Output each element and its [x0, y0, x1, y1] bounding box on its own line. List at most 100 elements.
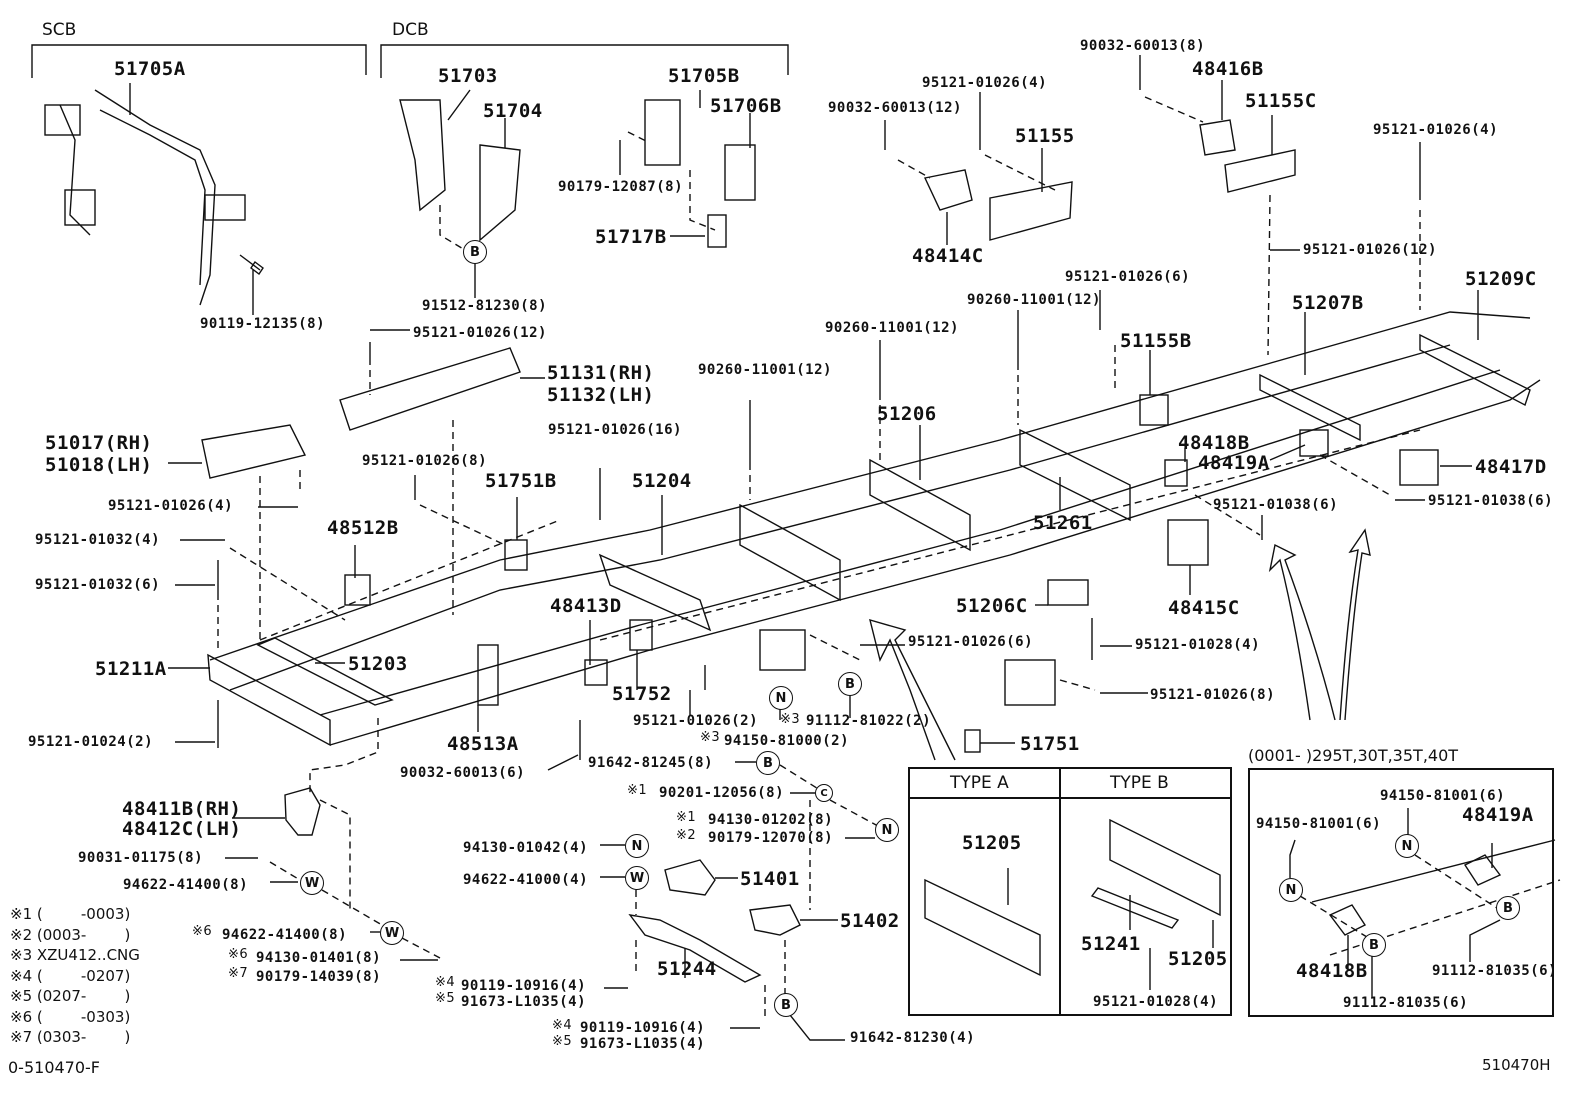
legend-item: ※3 XZU412..CNG: [10, 946, 140, 964]
part-94130-01401: 94130-01401(8): [256, 950, 382, 966]
part-95121-01026-8-right: 95121-01026(8): [1150, 687, 1276, 703]
footnote-legend: ※1 ( -0003) ※2 (0003- ) ※3 XZU412..CNG ※…: [10, 904, 140, 1048]
part-91112-81035-left: 91112-81035(6): [1343, 995, 1469, 1011]
part-91112-81035-right: 91112-81035(6): [1432, 963, 1558, 979]
part-95121-01026-2: 95121-01026(2): [633, 713, 759, 729]
legend-item: ※2 (0003- ): [10, 925, 131, 944]
part-91642-81245: 91642-81245(8): [588, 755, 714, 771]
part-94622-41400-top: 94622-41400(8): [123, 877, 249, 893]
part-51752: 51752: [612, 683, 672, 705]
crossmember-51211a: [207, 653, 331, 747]
part-51703: 51703: [438, 65, 498, 87]
part-90179-12070: 90179-12070(8): [708, 830, 834, 846]
part-95121-01026-6-top: 95121-01026(6): [1065, 269, 1191, 285]
part-94622-41000: 94622-41000(4): [463, 872, 589, 888]
part-90260-11001-c: 90260-11001(12): [967, 292, 1101, 308]
part-90119-10916-right: 90119-10916(4): [580, 1020, 706, 1036]
frame-rail-right-inner: [319, 369, 1501, 716]
frame-rail-left-inner: [229, 344, 1451, 691]
part-95121-01032-6: 95121-01032(6): [35, 577, 161, 593]
part-51209c: 51209C: [1465, 268, 1537, 290]
part-51751b: 51751B: [485, 470, 557, 492]
symbol-w-washer: W: [380, 921, 404, 945]
part-94622-41400-bottom: 94622-41400(8): [222, 927, 348, 943]
symbol-n-nut: N: [875, 818, 899, 842]
arrow-to-51205: [869, 618, 956, 761]
part-95121-01026-4-top: 95121-01026(4): [922, 75, 1048, 91]
part-51155b: 51155B: [1120, 330, 1192, 352]
mark-3: ※3: [700, 730, 721, 745]
legend-item: ※6 ( -0303): [10, 1007, 131, 1026]
part-48513a: 48513A: [447, 733, 519, 755]
drawing-code-right: 510470H: [1482, 1056, 1551, 1074]
part-48411b-rh: 48411B(RH): [122, 798, 242, 820]
group-label-dcb: DCB: [392, 20, 429, 40]
type-box: [908, 767, 1232, 1016]
symbol-n-nut: N: [625, 834, 649, 858]
part-51207b: 51207B: [1292, 292, 1364, 314]
symbol-b-bolt: B: [1496, 896, 1520, 920]
mark-6: ※6: [192, 924, 213, 939]
mark-3: ※3: [780, 712, 801, 727]
mark-4: ※4: [552, 1018, 573, 1033]
legend-item: ※5 (0207- ): [10, 987, 131, 1005]
legend-item: ※4 ( -0207): [10, 966, 131, 985]
part-48416b: 48416B: [1192, 58, 1264, 80]
part-51204: 51204: [632, 470, 692, 492]
part-51017-rh: 51017(RH): [45, 432, 153, 454]
part-51132-lh: 51132(LH): [547, 384, 655, 406]
part-48419a: 48419A: [1198, 452, 1270, 474]
part-51018-lh: 51018(LH): [45, 454, 153, 476]
part-51244: 51244: [657, 958, 717, 980]
part-51206: 51206: [877, 403, 937, 425]
part-90179-14039: 90179-14039(8): [256, 969, 382, 985]
part-90260-11001-a: 90260-11001(12): [698, 362, 832, 378]
group-label-scb: SCB: [42, 20, 77, 40]
part-90179-12087: 90179-12087(8): [558, 179, 684, 195]
mark-5: ※5: [435, 991, 456, 1006]
legend-item: ※7 (0303- ): [10, 1028, 131, 1046]
part-51206c: 51206C: [956, 595, 1028, 617]
part-95121-01026-6-mid: 95121-01026(6): [908, 634, 1034, 650]
part-95121-01026-12-right: 95121-01026(12): [1303, 242, 1437, 258]
mark-4: ※4: [435, 975, 456, 990]
part-94150-81001-left: 94150-81001(6): [1256, 816, 1382, 832]
dcb-bracket: [380, 44, 789, 78]
part-51261: 51261: [1033, 512, 1093, 534]
part-51205-type-b: 51205: [1168, 948, 1228, 970]
part-51131-rh: 51131(RH): [547, 362, 655, 384]
part-94130-01202: 94130-01202(8): [708, 812, 834, 828]
part-51705a: 51705A: [114, 58, 186, 80]
part-94150-81000: 94150-81000(2): [724, 733, 850, 749]
part-51402: 51402: [840, 910, 900, 932]
part-95121-01026-4-right: 95121-01026(4): [1373, 122, 1499, 138]
part-48413d: 48413D: [550, 595, 622, 617]
frame-rail-right-outer: [329, 379, 1541, 746]
part-95121-01038-6-left: 95121-01038(6): [1213, 497, 1339, 513]
mark-5: ※5: [552, 1034, 573, 1049]
part-95121-01024-2: 95121-01024(2): [28, 734, 154, 750]
symbol-n-nut: N: [1395, 834, 1419, 858]
type-b-header: TYPE B: [1110, 773, 1169, 793]
mark-7: ※7: [228, 966, 249, 981]
variant-caption: (0001- )295T,30T,35T,40T: [1248, 746, 1459, 765]
part-94150-81001-right: 94150-81001(6): [1380, 788, 1506, 804]
part-91512-81230: 91512-81230(8): [422, 298, 548, 314]
mark-6: ※6: [228, 947, 249, 962]
symbol-b-bolt: B: [1362, 933, 1386, 957]
part-51155c: 51155C: [1245, 90, 1317, 112]
part-51705b: 51705B: [668, 65, 740, 87]
part-48419a-variant: 48419A: [1462, 804, 1534, 826]
part-90031-01175: 90031-01175(8): [78, 850, 204, 866]
part-95121-01032-4: 95121-01032(4): [35, 532, 161, 548]
mark-1: ※1: [676, 810, 697, 825]
bar-51705a: [59, 89, 216, 306]
scb-bracket: [31, 44, 367, 78]
mark-2: ※2: [676, 828, 697, 843]
symbol-n-nut: N: [1279, 878, 1303, 902]
part-51205-type-a: 51205: [962, 832, 1022, 854]
symbol-w-washer: W: [625, 866, 649, 890]
part-91673-l1035-right: 91673-L1035(4): [580, 1036, 706, 1052]
